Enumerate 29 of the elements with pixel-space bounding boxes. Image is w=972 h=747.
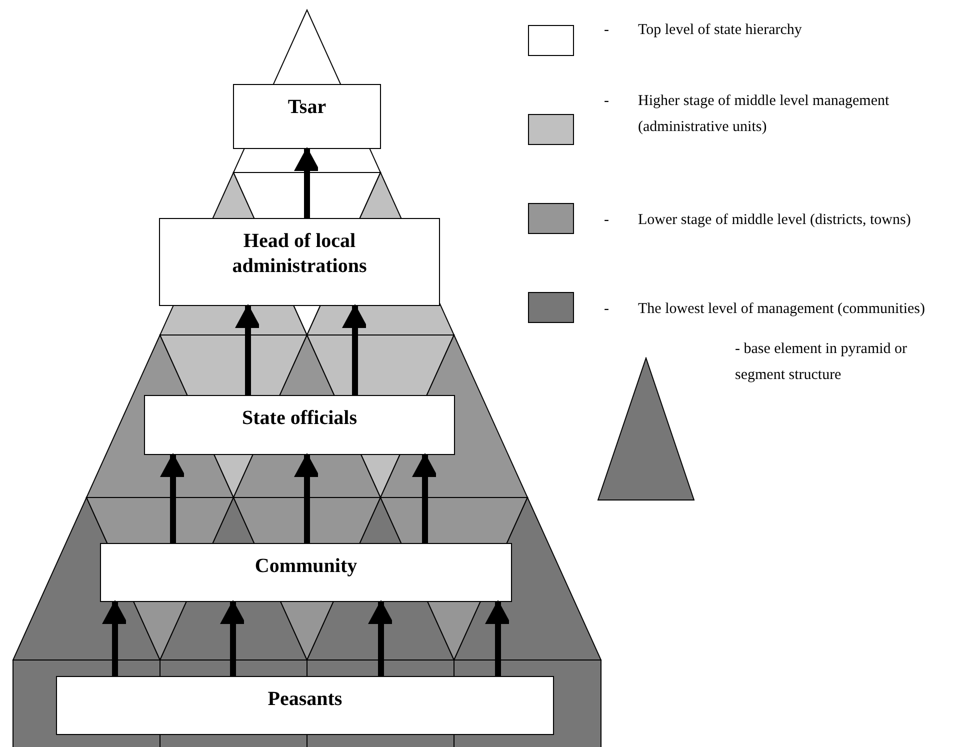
legend-dash: - [604,21,609,40]
arrow [368,600,394,676]
arrow [294,147,320,218]
level-name: Peasants [268,687,342,712]
arrow [102,600,128,676]
legend-text: The lowest level of management (communities) [638,300,926,319]
hierarchy-level-box [233,84,381,149]
legend-text: Top level of state hierarchy [638,21,803,40]
hierarchy-level-box [56,676,554,735]
hierarchy-level-box [100,543,512,602]
arrow [412,453,438,543]
arrow [342,304,368,395]
legend-text: Higher stage of middle level management (administrative units) [638,92,890,137]
legend-text: - base element in pyramid or segment structure [735,340,908,385]
hierarchy-level-box [159,218,440,306]
level-name: Tsar [288,95,326,120]
legend-dash: - [604,300,609,319]
level-name: State officials [242,406,357,431]
level-name: Head of local administrations [231,229,368,279]
arrow [294,453,320,543]
level-name: Community [254,554,358,579]
arrow [235,304,261,395]
arrow [485,600,511,676]
legend-text: Lower stage of middle level (districts, towns) [638,211,912,230]
arrow [160,453,186,543]
legend-dash: - [604,211,609,230]
hierarchy-level-box [144,395,455,455]
legend-dash: - [604,92,609,111]
arrow [220,600,246,676]
